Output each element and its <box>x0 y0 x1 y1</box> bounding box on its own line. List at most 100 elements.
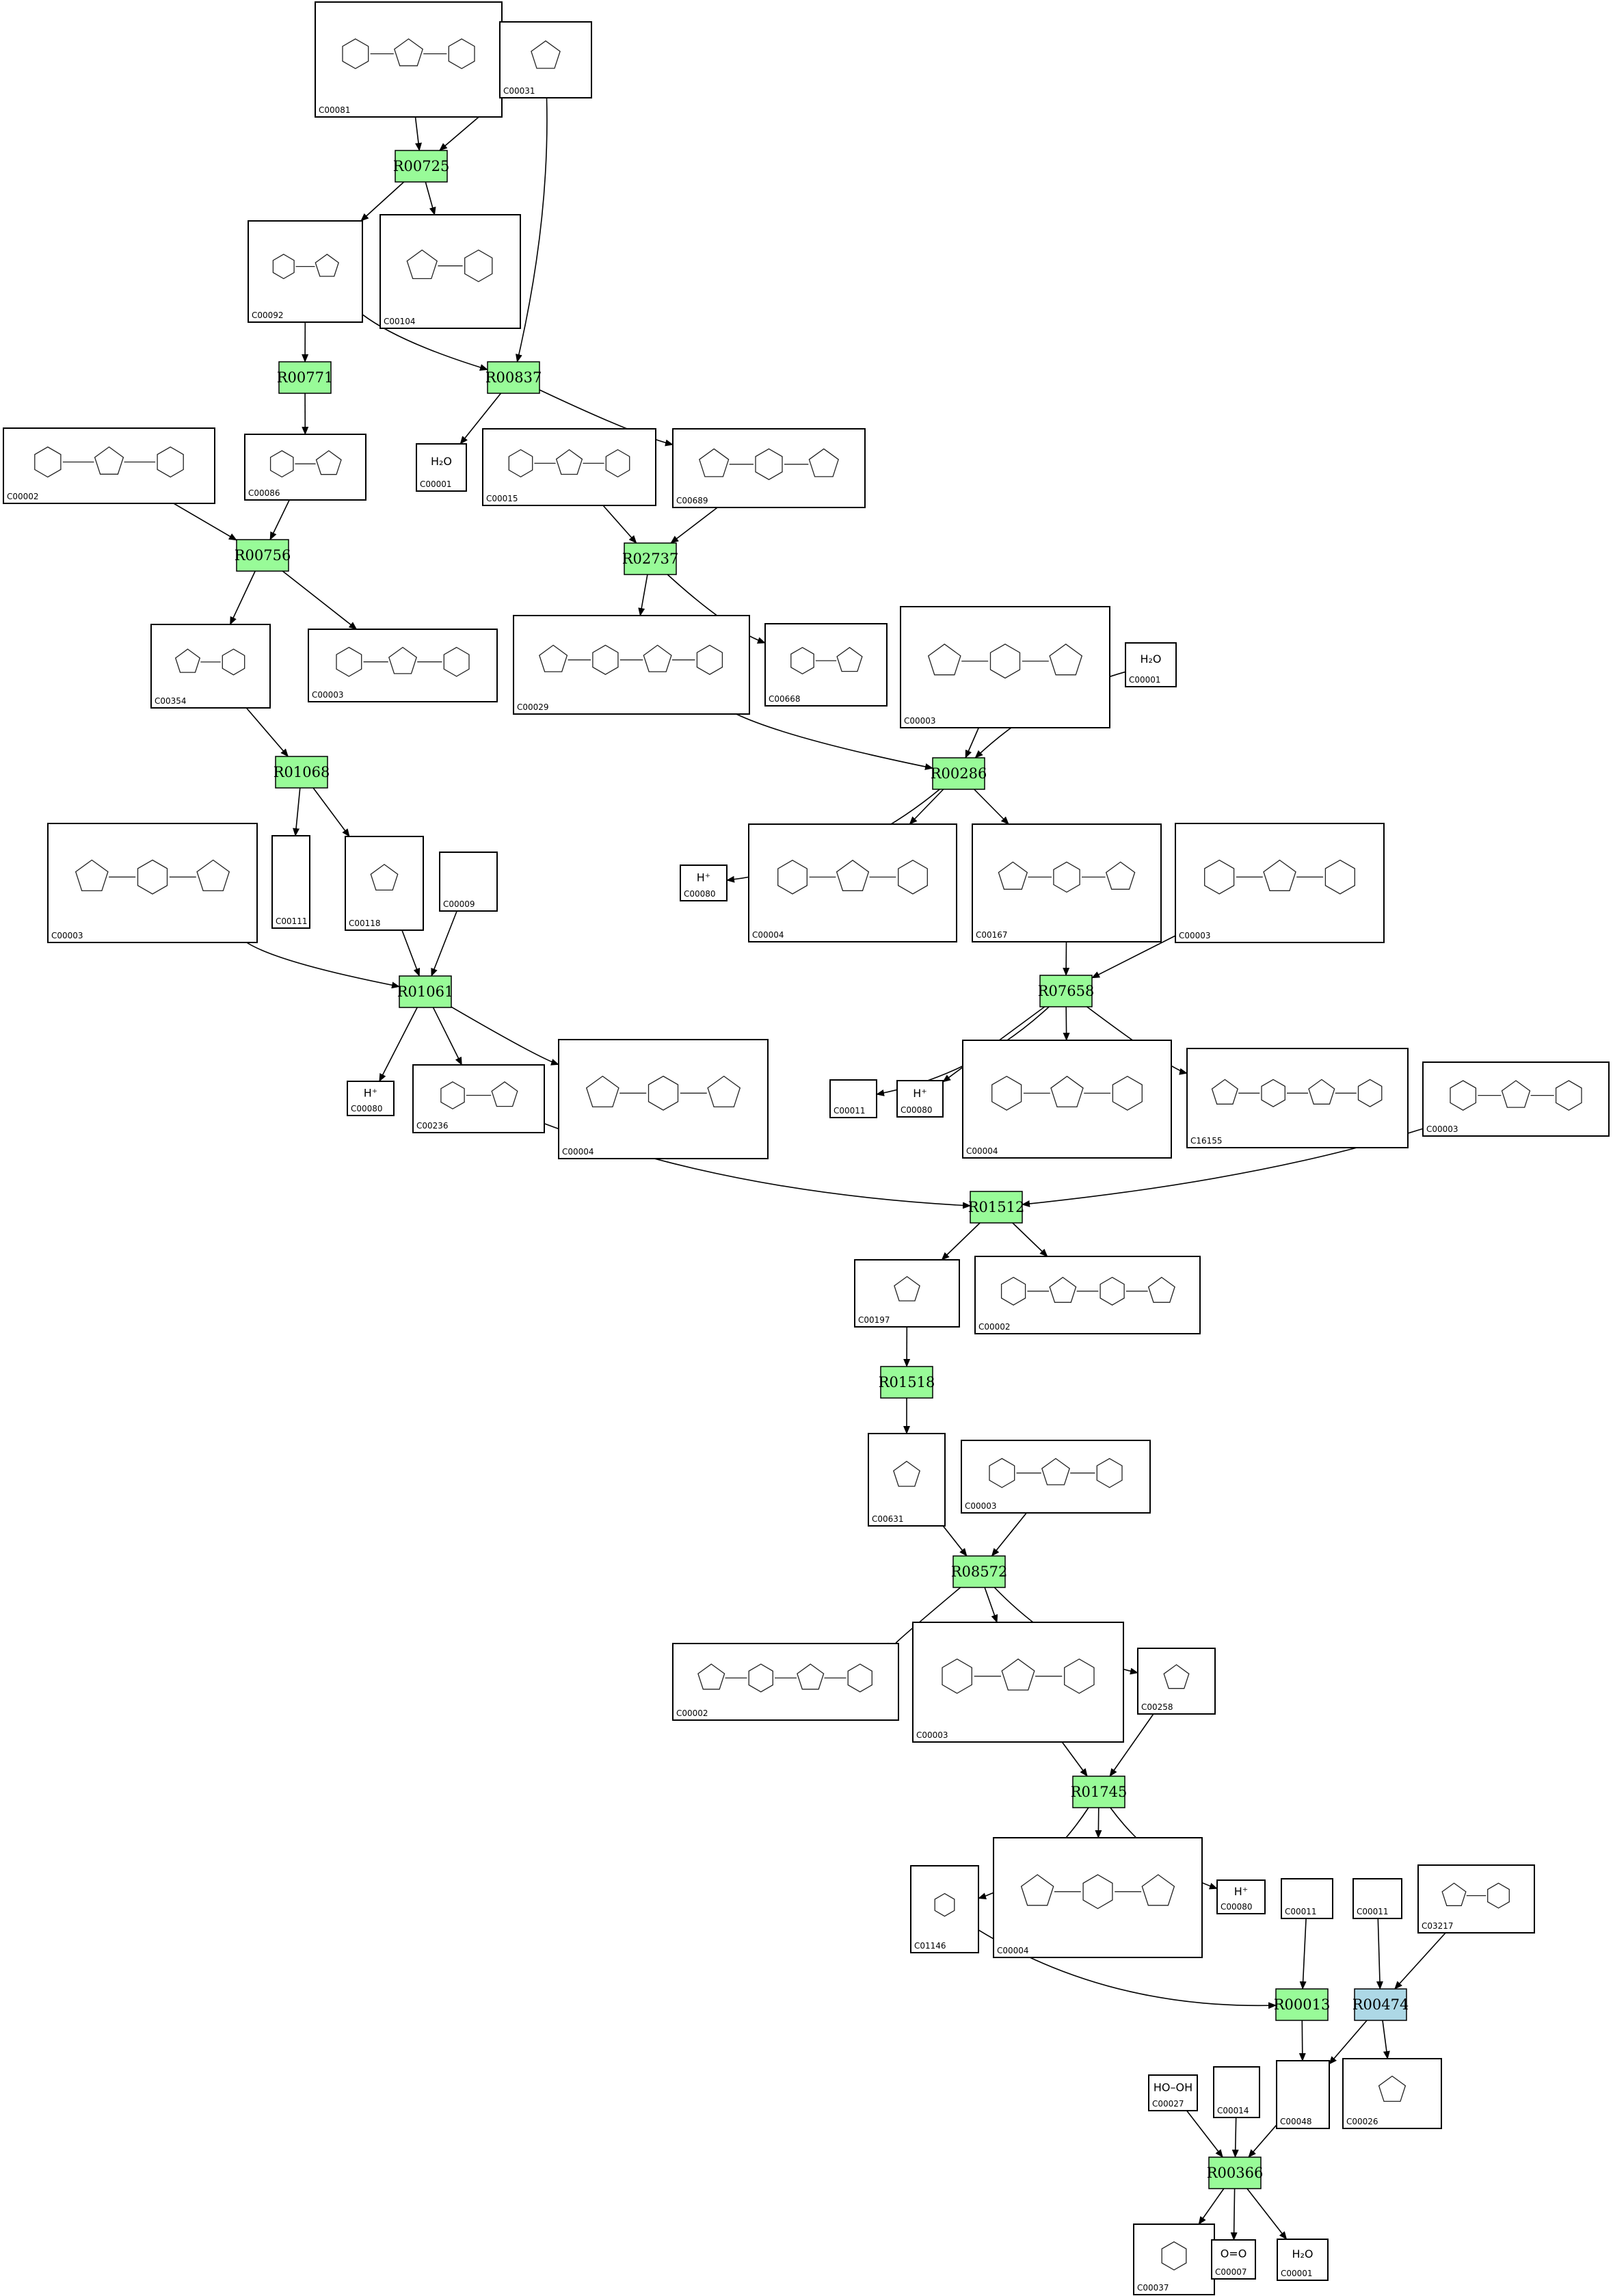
compound-id-label: C00003 <box>904 716 936 726</box>
compound-node[interactable]: C00015 <box>482 428 656 506</box>
reaction-label: R01061 <box>397 984 454 1000</box>
reaction-r00286[interactable]: R00286 <box>931 757 987 790</box>
structure-ring <box>605 449 630 478</box>
compound-node[interactable]: C03217 <box>1417 1864 1535 1934</box>
compound-node[interactable]: C00003 <box>961 1440 1151 1514</box>
compound-node[interactable]: C00081 <box>315 1 503 118</box>
structure-ring <box>539 644 568 672</box>
compound-box <box>672 428 866 508</box>
compound-box <box>499 21 592 98</box>
compound-id-label: C00003 <box>312 690 344 700</box>
compound-box <box>764 623 888 707</box>
edge-R00366-to-n50 <box>1230 2188 1238 2241</box>
reaction-box <box>395 150 448 183</box>
compound-formula: H₂O <box>431 455 452 468</box>
compound-formula: H₂O <box>1140 652 1161 665</box>
compound-node[interactable]: C00003 <box>308 629 498 702</box>
reaction-box <box>1354 1988 1407 2021</box>
reaction-r00366[interactable]: R00366 <box>1207 2156 1264 2189</box>
compound-node[interactable]: C00003 <box>1422 1061 1610 1137</box>
compound-node[interactable]: C00004 <box>558 1039 769 1159</box>
compound-node[interactable]: C00011 <box>829 1079 877 1118</box>
compound-node[interactable]: C00004 <box>993 1837 1203 1958</box>
reaction-label: R00837 <box>485 369 542 386</box>
compound-node[interactable]: C01146 <box>910 1865 979 1953</box>
structure-ring <box>748 1663 773 1693</box>
edge-R00756-to-n10 <box>229 570 256 625</box>
compound-node[interactable]: C00258 <box>1137 1648 1216 1715</box>
compound-node[interactable]: C00092 <box>248 220 363 323</box>
compound-box <box>558 1039 769 1159</box>
compound-node[interactable]: H⁺C00080 <box>896 1080 944 1118</box>
compound-id-label: C00631 <box>872 1514 904 1524</box>
reaction-box <box>624 542 677 575</box>
compound-node[interactable]: C00031 <box>499 21 592 98</box>
reaction-r01068[interactable]: R01068 <box>274 756 330 789</box>
structure-ring <box>1163 1664 1190 1689</box>
compound-node[interactable]: H⁺C00080 <box>680 865 728 901</box>
compound-node[interactable]: C00086 <box>244 434 366 501</box>
structure-ring <box>1211 1079 1238 1105</box>
compound-node[interactable]: C00668 <box>764 623 888 707</box>
compound-node[interactable]: C00354 <box>150 624 271 709</box>
structure-ring <box>696 644 723 675</box>
reaction-r07658[interactable]: R07658 <box>1038 975 1095 1007</box>
compound-node[interactable]: C00014 <box>1213 2066 1260 2118</box>
structure-ring <box>1263 859 1296 891</box>
compound-node[interactable]: C16155 <box>1186 1048 1409 1148</box>
compound-node[interactable]: C00009 <box>439 852 498 912</box>
compound-node[interactable]: C00003 <box>912 1622 1124 1743</box>
compound-node[interactable]: C00003 <box>900 606 1110 728</box>
compound-node[interactable]: C00026 <box>1342 2058 1442 2129</box>
compound-formula: H⁺ <box>1234 1885 1248 1898</box>
compound-node[interactable]: C00104 <box>379 214 521 329</box>
compound-node[interactable]: C00118 <box>345 836 424 931</box>
compound-node[interactable]: C00002 <box>672 1643 899 1721</box>
compound-node[interactable]: C00004 <box>748 823 957 942</box>
compound-box <box>974 1256 1201 1334</box>
compound-node[interactable]: H⁺C00080 <box>347 1081 395 1116</box>
reaction-r01512[interactable]: R01512 <box>968 1191 1025 1224</box>
structure-ring <box>222 648 245 676</box>
compound-node[interactable]: C00037 <box>1133 2224 1215 2295</box>
compound-node[interactable]: C00689 <box>672 428 866 508</box>
reaction-r00474[interactable]: R00474 <box>1352 1988 1409 2021</box>
structure-ring <box>1082 1874 1113 1910</box>
reaction-r08572[interactable]: R08572 <box>951 1555 1008 1588</box>
compound-node[interactable]: C00111 <box>271 835 310 929</box>
compound-node[interactable]: C00029 <box>513 615 750 715</box>
compound-node[interactable]: C00002 <box>3 427 215 504</box>
compound-node[interactable]: C00631 <box>868 1433 946 1527</box>
reaction-r01745[interactable]: R01745 <box>1071 1776 1128 1808</box>
compound-id-label: C00048 <box>1280 2117 1312 2126</box>
compound-node[interactable]: C00011 <box>1281 1878 1333 1919</box>
compound-node[interactable]: C00002 <box>974 1256 1201 1334</box>
structure-ring <box>555 449 583 475</box>
structure-ring <box>491 1081 518 1107</box>
compound-node[interactable]: C00236 <box>412 1064 545 1133</box>
reaction-r00725[interactable]: R00725 <box>393 150 450 183</box>
compound-node[interactable]: C00167 <box>972 823 1162 942</box>
reaction-r00013[interactable]: R00013 <box>1274 1988 1331 2021</box>
compound-node[interactable]: C00197 <box>854 1259 960 1328</box>
compound-id-label: C00689 <box>676 496 708 505</box>
compound-node[interactable]: C00003 <box>47 823 258 943</box>
compound-node[interactable]: H⁺C00080 <box>1216 1879 1266 1914</box>
reaction-r00756[interactable]: R00756 <box>235 539 291 572</box>
reaction-r01518[interactable]: R01518 <box>879 1366 935 1399</box>
edge-R00286-to-n21 <box>909 789 944 825</box>
reaction-r02737[interactable]: R02737 <box>622 542 679 575</box>
reaction-r01061[interactable]: R01061 <box>397 975 454 1008</box>
reaction-r00837[interactable]: R00837 <box>485 361 542 394</box>
compound-node[interactable]: C00003 <box>1175 823 1385 943</box>
compound-node[interactable]: C00048 <box>1276 2060 1330 2129</box>
reaction-r00771[interactable]: R00771 <box>277 361 334 394</box>
compound-node[interactable]: C00011 <box>1352 1878 1402 1919</box>
compound-node[interactable]: C00004 <box>962 1040 1172 1159</box>
compound-box <box>1277 2239 1329 2281</box>
